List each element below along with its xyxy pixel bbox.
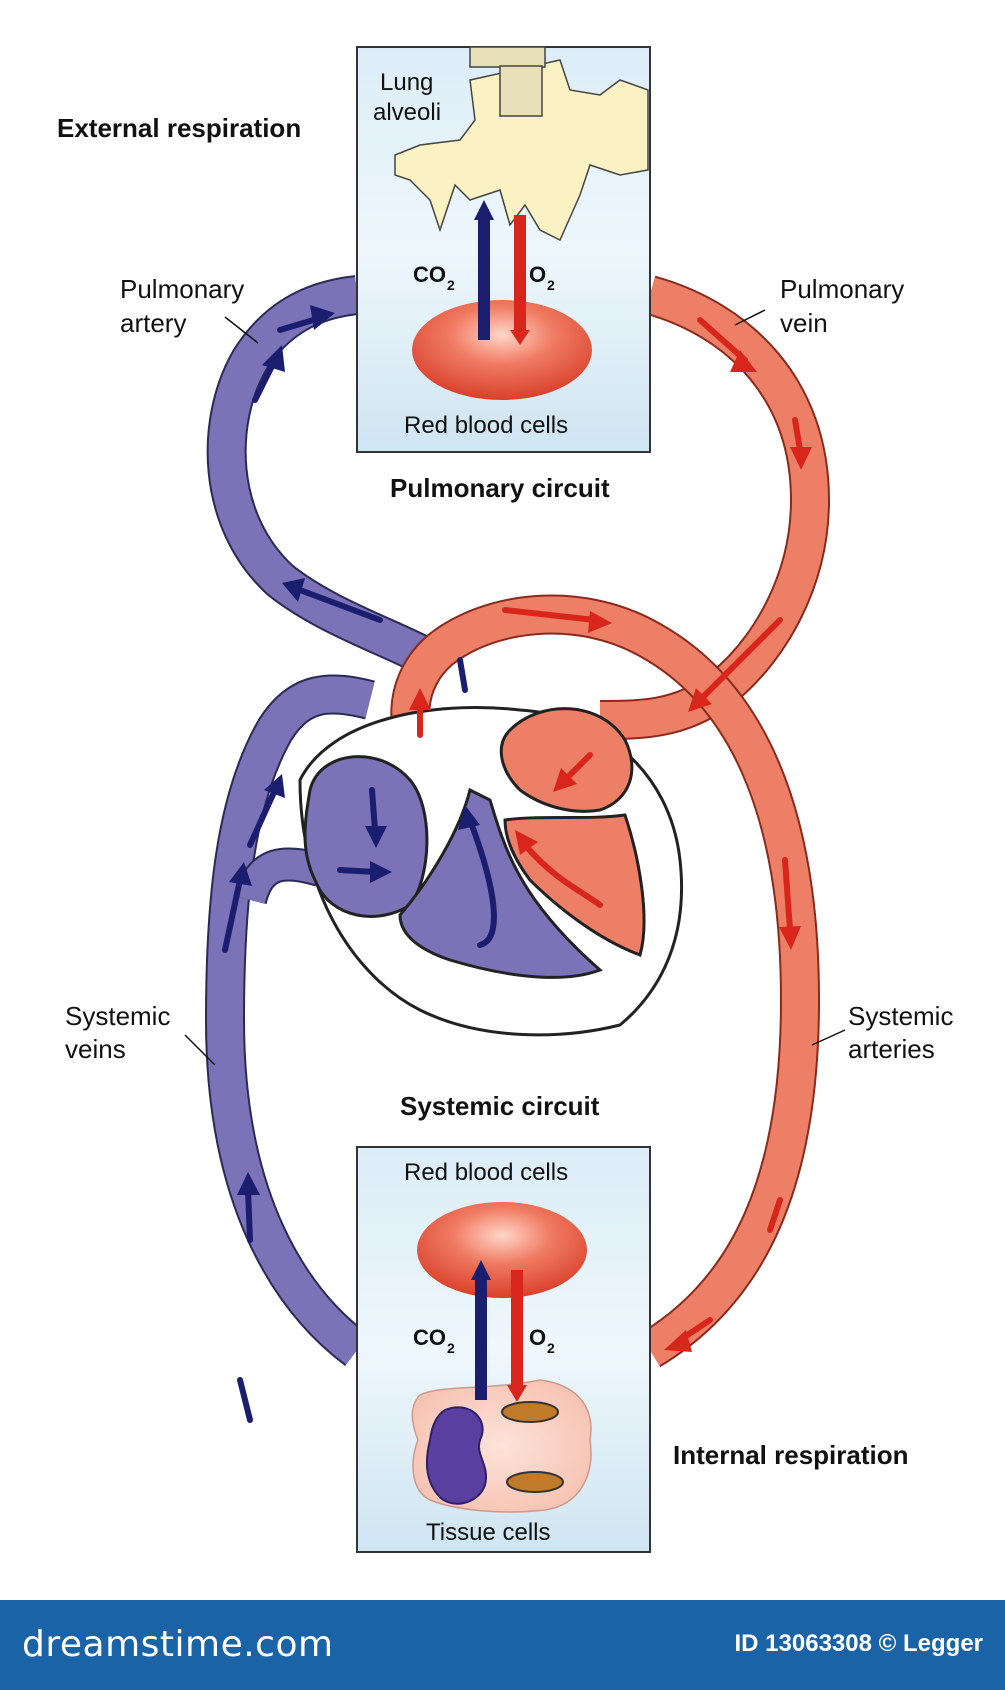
right-atrium <box>303 755 429 918</box>
lung-alveoli-label: Lung <box>380 69 433 96</box>
red-blood-cells-bottom-label: Red blood cells <box>404 1159 568 1186</box>
o2-sub-bottom: 2 <box>547 1340 555 1356</box>
mitochondrion-1 <box>501 1401 559 1423</box>
left-atrium <box>499 707 634 813</box>
o2-label-bottom: O <box>529 1325 546 1350</box>
co2-label-top: CO <box>413 262 446 287</box>
red-blood-cells-top-label: Red blood cells <box>404 412 568 439</box>
co2-label-bottom: CO <box>413 1325 446 1350</box>
red-blood-cell-top <box>412 300 592 400</box>
systemic-veins-label-2: veins <box>65 1034 126 1064</box>
heart <box>298 706 683 1037</box>
image-id-credit: ID 13063308 © Legger <box>734 1630 983 1657</box>
tissue-cells-label: Tissue cells <box>426 1519 550 1546</box>
right-ventricle <box>398 787 603 979</box>
circulation-diagram: Lung alveoli CO 2 O 2 Red blood cells Re… <box>57 46 953 1553</box>
internal-respiration-label: Internal respiration <box>673 1440 909 1470</box>
co2-sub-bottom: 2 <box>447 1340 455 1356</box>
systemic-arteries-label: Systemic <box>848 1001 953 1031</box>
o2-sub-top: 2 <box>547 277 555 293</box>
pulmonary-vein-label: Pulmonary <box>780 274 904 304</box>
systemic-circuit-label: Systemic circuit <box>400 1091 600 1121</box>
nucleus-shape <box>425 1406 488 1505</box>
lung-alveoli-label-2: alveoli <box>373 99 441 126</box>
pulmonary-circuit-label: Pulmonary circuit <box>390 473 610 503</box>
internal-respiration-box: Red blood cells CO 2 O 2 Tissue cells <box>356 1146 651 1553</box>
flow-arrows <box>222 305 812 1423</box>
pulmonary-artery-label-2: artery <box>120 308 186 338</box>
pulmonary-vein-label-2: vein <box>780 308 828 338</box>
external-respiration-label: External respiration <box>57 113 301 143</box>
footer-bar: dreamstime.com ID 13063308 © Legger <box>0 1600 1005 1690</box>
systemic-arteries-label-2: arteries <box>848 1034 935 1064</box>
co2-sub-top: 2 <box>447 277 455 293</box>
external-respiration-box: Lung alveoli CO 2 O 2 Red blood cells <box>356 46 651 453</box>
systemic-veins-label: Systemic <box>65 1001 170 1031</box>
o2-label-top: O <box>529 262 546 287</box>
mitochondrion-2 <box>506 1471 564 1493</box>
dreamstime-logo[interactable]: dreamstime.com <box>22 1624 334 1665</box>
red-blood-cell-bottom <box>417 1202 587 1298</box>
pulmonary-artery-label: Pulmonary <box>120 274 244 304</box>
leader-lines <box>184 309 846 1066</box>
